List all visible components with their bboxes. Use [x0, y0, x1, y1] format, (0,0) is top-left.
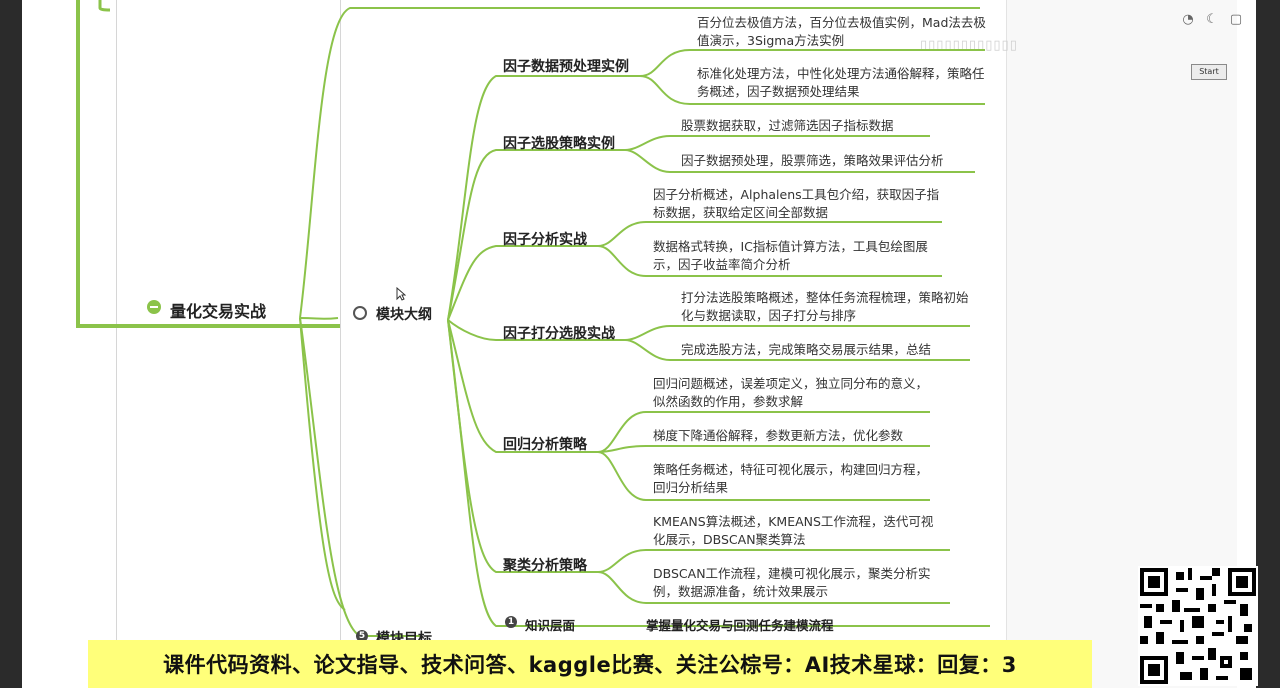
right-dark-border	[1256, 0, 1280, 688]
leaf-node[interactable]: 标准化处理方法，中性化处理方法通俗解释，策略任务概述，因子数据预处理结果	[697, 66, 985, 99]
leaf-node[interactable]: KMEANS算法概述，KMEANS工作流程，迭代可视化展示，DBSCAN聚类算法	[653, 514, 934, 547]
leaf-node[interactable]: 百分位去极值方法，百分位去极值实例，Mad法去极值演示，3Sigma方法实例	[697, 15, 986, 48]
leaf-node[interactable]: 回归问题概述，误差项定义，独立同分布的意义，似然函数的作用，参数求解	[653, 376, 929, 409]
square-icon[interactable]: ▢	[1229, 12, 1243, 27]
promo-banner: 课件代码资料、论文指导、技术问答、kaggle比赛、关注公棕号：AI技术星球：回…	[88, 640, 1092, 688]
leaf-node[interactable]: 因子数据预处理，股票筛选，策略效果评估分析	[681, 153, 944, 168]
moon-icon[interactable]: ☾	[1206, 12, 1218, 27]
number-five-icon: 5	[356, 630, 368, 642]
start-button[interactable]: Start	[1191, 64, 1227, 80]
leaf-node[interactable]: 因子分析概述，Alphalens工具包介绍，获取因子指标数据，获取给定区间全部数…	[653, 187, 940, 220]
lane-divider	[116, 0, 117, 688]
leaf-node[interactable]: DBSCAN工作流程，建模可视化展示，聚类分析实例，数据源准备，统计效果展示	[653, 566, 931, 599]
leaf-node[interactable]: 数据格式转换，IC指标值计算方法，工具包绘图展示，因子收益率简介分析	[653, 239, 928, 272]
leaf-node[interactable]: 完成选股方法，完成策略交易展示结果，总结	[681, 342, 932, 357]
leaf-node[interactable]: 股票数据获取，过滤筛选因子指标数据	[681, 118, 894, 133]
knowledge-value-node[interactable]: 掌握量化交易与回测任务建模流程	[646, 618, 834, 633]
left-dark-border	[0, 0, 22, 688]
collapse-icon[interactable]	[147, 300, 161, 314]
leaf-node[interactable]: 梯度下降通俗解释，参数更新方法，优化参数	[653, 428, 904, 443]
branch-node[interactable]: 聚类分析策略	[503, 558, 587, 574]
knowledge-level-node[interactable]: 知识层面	[525, 618, 576, 633]
root-node[interactable]: 量化交易实战	[170, 302, 267, 321]
branch-node[interactable]: 因子数据预处理实例	[503, 59, 629, 75]
lane-divider	[340, 0, 341, 688]
leaf-node[interactable]: 打分法选股策略概述，整体任务流程梳理，策略初始化与数据读取，因子打分与排序	[681, 290, 969, 323]
circle-icon	[353, 306, 367, 320]
number-one-icon: 1	[505, 616, 517, 628]
timer-icon[interactable]: ◔	[1182, 12, 1194, 27]
leaf-node[interactable]: 策略任务概述，特征可视化展示，构建回归方程，回归分析结果	[653, 462, 929, 495]
outline-node[interactable]: 模块大纲	[376, 307, 432, 323]
branch-node[interactable]: 回归分析策略	[503, 437, 587, 453]
branch-node[interactable]: 因子分析实战	[503, 232, 587, 248]
branch-node[interactable]: 因子打分选股实战	[503, 326, 615, 342]
mouse-cursor-icon	[396, 287, 406, 301]
qr-code-icon	[1138, 566, 1258, 686]
branch-node[interactable]: 因子选股策略实例	[503, 136, 615, 152]
